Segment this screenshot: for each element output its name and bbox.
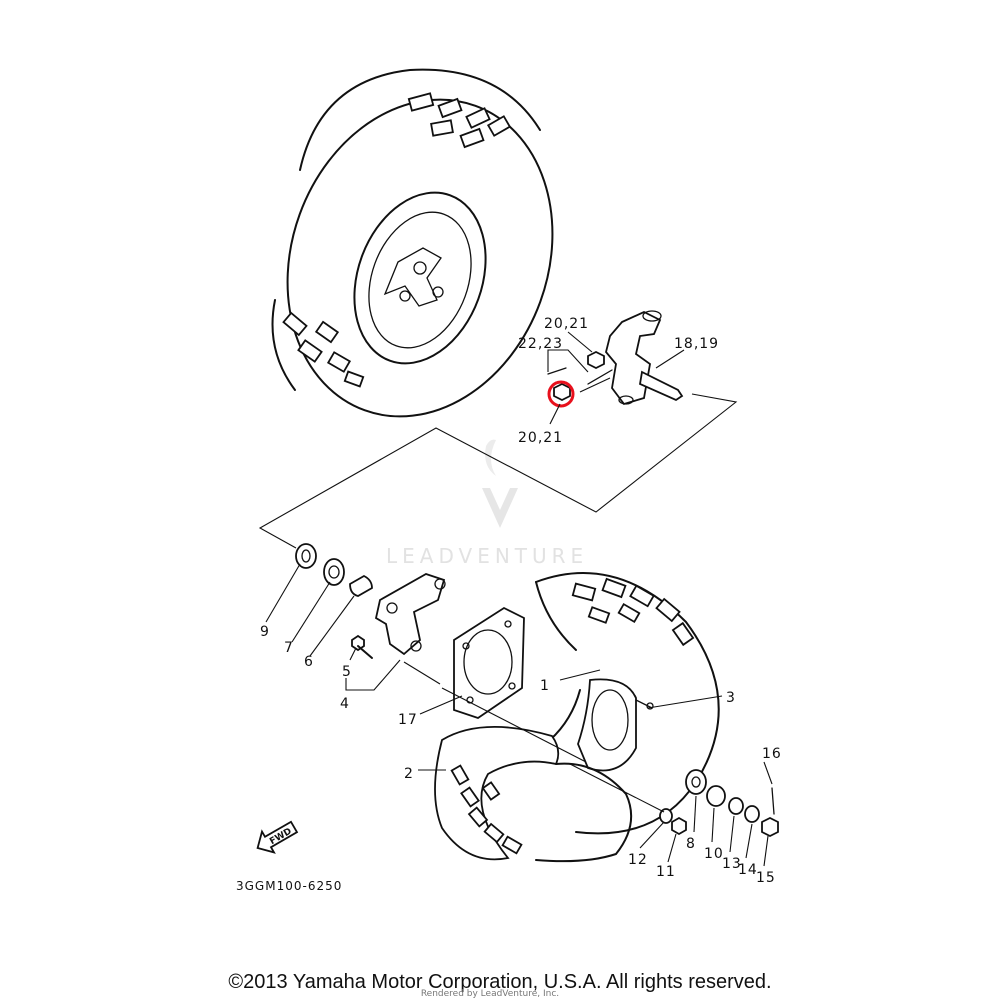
seal-10 [706,785,726,807]
watermark-text: LEADVENTURE [386,544,588,568]
part-labels: 20,21 22,23 18,19 20,21 9 7 6 5 4 17 1 3… [260,316,782,886]
label-7[interactable]: 7 [284,640,294,656]
fwd-arrow-icon [256,820,299,854]
brake-disc-17 [453,606,525,719]
valve-stem-3 [635,699,653,709]
label-18-19[interactable]: 18,19 [674,336,719,352]
axle-hardware [659,769,779,838]
bottom-tread-bottom [450,764,523,855]
cotter-pin-upper [587,369,613,385]
wheel-hub-4 [374,573,446,656]
label-8[interactable]: 8 [686,836,696,852]
label-6[interactable]: 6 [304,654,314,670]
knuckle-bottom-eye [618,395,634,405]
rim-half-1 [577,678,637,772]
top-tire-sidewall [271,299,296,391]
oil-seal-9 [295,543,317,569]
washer-14 [744,805,760,823]
tire-half-2 [434,726,560,861]
top-tire-crown [299,68,541,171]
label-22-23[interactable]: 22,23 [518,336,563,352]
nut-11 [671,816,687,836]
cotter-pin-16 [771,787,775,815]
top-hub-bolt-3 [399,290,411,302]
label-10[interactable]: 10 [704,846,724,862]
bottom-tire-outer-half [535,572,720,835]
bolt-shank-5 [357,645,373,659]
label-5[interactable]: 5 [342,664,352,680]
bearing-8 [685,769,707,795]
castle-nut-bottom [553,382,571,402]
top-hub-bolt-1 [413,261,427,275]
top-rim-outer [353,191,487,365]
front-wheel-assembly [271,68,554,418]
label-9[interactable]: 9 [260,624,270,640]
label-2[interactable]: 2 [404,766,414,782]
bottom-tread-top [571,577,695,647]
cotter-pin-lower [547,367,567,375]
label-1[interactable]: 1 [540,678,550,694]
label-20-21-top[interactable]: 20,21 [544,316,589,332]
tire-half-2-rim-face [535,762,633,863]
axle-nut-15 [761,816,779,838]
watermark: LEADVENTURE [386,439,588,568]
spacer-6 [349,574,373,597]
bottom-tire-inner-half [434,726,633,863]
rendered-by-credit: Rendered by LeadVenture, Inc. [421,989,559,999]
exploded-view-bracket [258,393,738,549]
castle-nut-top [587,350,605,370]
highlight-circle [547,380,575,408]
brake-disc-plate [453,606,525,719]
lower-leader-lines [265,563,773,867]
top-hub-bolt-2 [432,286,444,298]
label-16[interactable]: 16 [762,746,782,762]
watermark-v-icon [482,488,518,528]
knuckle-spindle [638,370,684,402]
hub-parts [295,543,446,659]
label-15[interactable]: 15 [756,870,776,886]
label-20-21-bottom[interactable]: 20,21 [518,430,563,446]
collar-13 [728,797,744,815]
bolt-head-5 [351,634,365,652]
label-11[interactable]: 11 [656,864,676,880]
watermark-flame-icon [485,439,496,476]
knuckle-top-eye [642,310,662,322]
knuckle-hardware [547,350,613,408]
label-17[interactable]: 17 [398,712,418,728]
top-hub-spider [383,247,442,307]
washer-12 [659,808,673,824]
label-14[interactable]: 14 [738,862,758,878]
label-12[interactable]: 12 [628,852,648,868]
tire-rim-edge-top [535,581,577,651]
steering-knuckle [605,310,684,406]
top-tire-outer [286,98,554,418]
label-13[interactable]: 13 [722,856,742,872]
copyright-notice: ©2013 Yamaha Motor Corporation, U.S.A. A… [228,971,771,993]
rim-inner-edge [549,689,581,741]
top-rim-inner [368,211,472,349]
fwd-arrow[interactable]: FWD [252,817,300,859]
label-3[interactable]: 3 [726,690,736,706]
brake-disc-center [463,629,513,695]
bearing-7 [323,558,345,586]
top-leader-lines [547,331,685,425]
diagram-code: 3GGM100-6250 [236,879,342,893]
top-tread-blocks [282,92,512,388]
label-4[interactable]: 4 [340,696,350,712]
